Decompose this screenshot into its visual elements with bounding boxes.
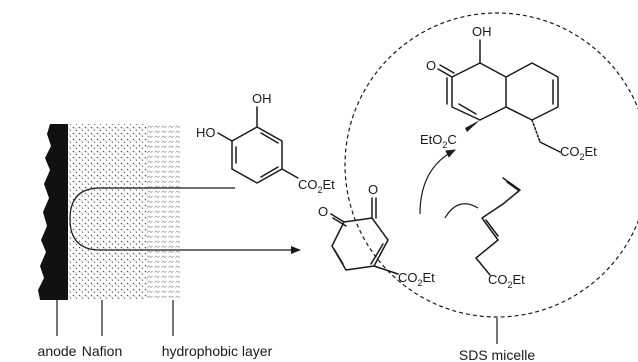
product-ketone-o: O bbox=[426, 58, 436, 73]
catechol-ring-bonds bbox=[231, 126, 283, 184]
product-ring-a bbox=[451, 62, 507, 121]
reaction-arrow bbox=[419, 149, 456, 215]
product-molecule: OH O EtO2C CO2Et bbox=[420, 24, 597, 162]
anode-label: anode bbox=[38, 343, 77, 359]
product-wedge-bond bbox=[465, 120, 480, 132]
quinone-o-top: O bbox=[368, 182, 378, 197]
sds-micelle-circle bbox=[344, 12, 638, 318]
electrode-stack bbox=[38, 124, 180, 300]
transport-path bbox=[69, 187, 301, 254]
catechol-molecule: OH HO CO2Et bbox=[196, 91, 335, 195]
catechol-double-bonds bbox=[235, 132, 279, 178]
diene-chain-bonds bbox=[475, 177, 521, 276]
anode-region bbox=[38, 124, 68, 300]
product-ring-a-double-bonds bbox=[446, 77, 477, 115]
nafion-label: Nafion bbox=[82, 343, 122, 359]
product-oh: OH bbox=[472, 24, 492, 39]
quinone-double-bonds bbox=[333, 243, 384, 265]
product-hash-bond bbox=[531, 119, 541, 143]
product-eto2c-label: EtO2C bbox=[420, 132, 457, 150]
hydrophobic-layer-region bbox=[146, 124, 180, 300]
diene-ester-label: CO2Et bbox=[488, 272, 525, 290]
label-leaders bbox=[56, 300, 498, 344]
quinone-molecule: O O CO2Et bbox=[318, 182, 435, 288]
diffusion-path-line bbox=[69, 187, 301, 254]
catechol-ester-label: CO2Et bbox=[298, 177, 335, 195]
reaction-arrow-feed bbox=[444, 203, 479, 219]
nafion-layer-region bbox=[60, 124, 148, 300]
product-ring-b bbox=[505, 62, 559, 121]
quinone-o-left: O bbox=[318, 204, 328, 219]
diene-molecule: CO2Et bbox=[475, 177, 525, 290]
product-ester-label: CO2Et bbox=[560, 144, 597, 162]
catechol-ho-left: HO bbox=[196, 125, 216, 140]
catechol-oh-top: OH bbox=[252, 91, 272, 106]
quinone-ester-label: CO2Et bbox=[398, 270, 435, 288]
sds-micelle-label: SDS micelle bbox=[459, 347, 535, 362]
hydrophobic-layer-label: hydrophobic layer bbox=[162, 343, 273, 359]
